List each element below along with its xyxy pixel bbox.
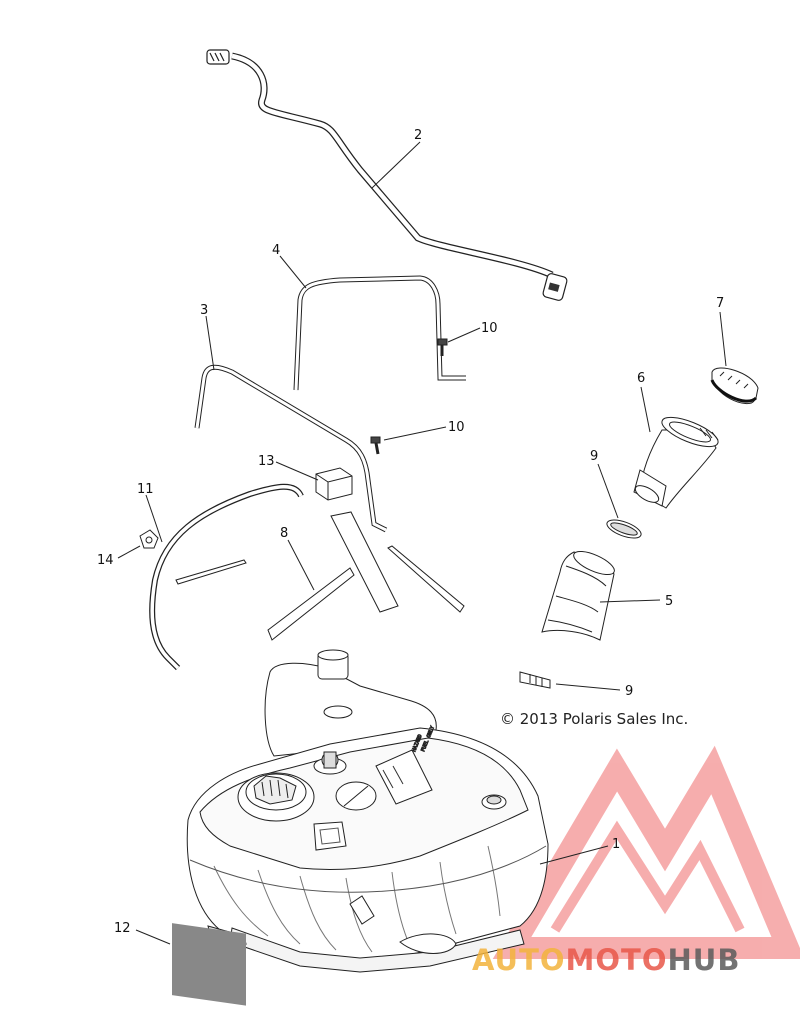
callout-4: 4 <box>272 243 280 258</box>
callout-12: 12 <box>114 921 131 936</box>
callout-13: 13 <box>258 454 275 469</box>
vent-line-part <box>206 49 568 301</box>
callout-6: 6 <box>637 371 645 386</box>
callout-9-upper: 9 <box>590 449 598 464</box>
filler-neck-part <box>633 416 719 509</box>
callout-5: 5 <box>665 594 673 609</box>
strap-upper-part <box>293 275 466 391</box>
screw-part-b <box>370 436 381 455</box>
callout-3: 3 <box>200 303 208 318</box>
watermark-triangle-logo <box>492 745 800 959</box>
screw-part-a <box>437 338 448 356</box>
clamp-part-a <box>606 519 642 539</box>
copyright-notice: © 2013 Polaris Sales Inc. <box>500 710 688 728</box>
bumper-block-part <box>315 467 353 501</box>
pads-part <box>175 511 465 641</box>
fuel-cap-part <box>710 367 759 405</box>
hose-part <box>149 483 304 671</box>
callout-11: 11 <box>137 482 154 497</box>
filler-hose-part <box>541 550 615 641</box>
callout-1: 1 <box>612 837 620 852</box>
watermark-auto: AUTO <box>472 943 566 977</box>
watermark-moto: MOTO <box>566 943 668 977</box>
callout-7: 7 <box>716 296 724 311</box>
leader-lines <box>117 141 727 945</box>
clamp-part-b <box>519 671 551 689</box>
callout-14: 14 <box>97 553 114 568</box>
clip-part <box>139 529 159 549</box>
watermark-brand: AUTOMOTOHUB <box>472 943 740 977</box>
strap-lower-part <box>194 364 388 533</box>
fuel-tank-part: HAZARD FUEL ONLY <box>186 649 549 973</box>
callout-9-lower: 9 <box>625 684 633 699</box>
callout-8: 8 <box>280 526 288 541</box>
callout-10-lower: 10 <box>448 420 465 435</box>
callout-10-upper: 10 <box>481 321 498 336</box>
callout-2: 2 <box>414 128 422 143</box>
watermark-hub: HUB <box>668 943 741 977</box>
label-decal-part <box>172 923 246 1006</box>
